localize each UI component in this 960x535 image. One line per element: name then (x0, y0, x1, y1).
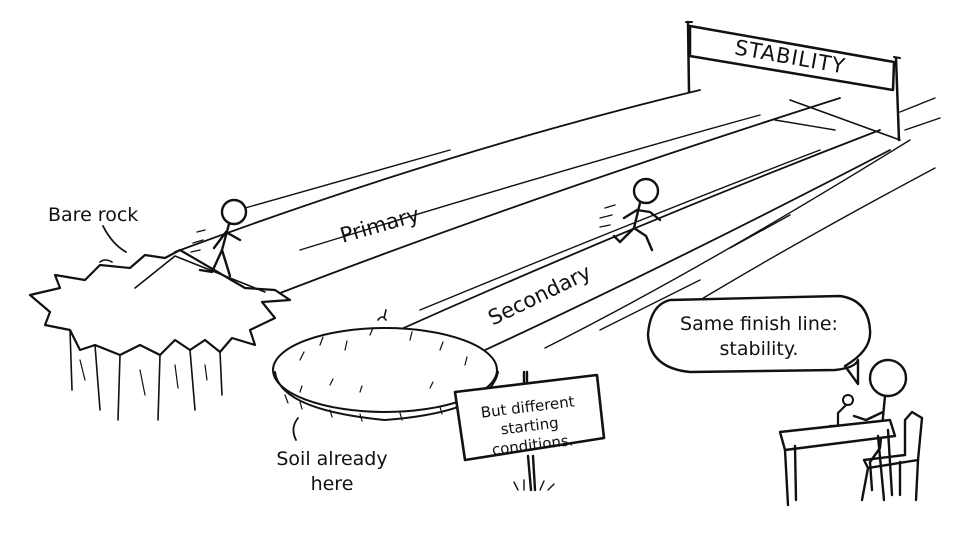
bare-rock-label: Bare rock (48, 204, 139, 226)
sign-board (453, 373, 606, 462)
soil-label-line-2: here (310, 473, 354, 495)
race-track (174, 89, 941, 381)
speech-bubble-line-2: stability. (719, 338, 799, 360)
finish-line: STABILITY (685, 20, 901, 142)
chair (860, 410, 924, 502)
secondary-runner (599, 177, 662, 252)
soil-label-line-1: Soil already (276, 448, 388, 470)
bare-rock-cliff (28, 248, 292, 421)
finish-banner (688, 24, 896, 92)
sign-post: But different starting conditions. (453, 370, 606, 492)
soil-patch (272, 309, 499, 422)
speech-bubble-line-1: Same finish line: (680, 313, 838, 335)
speech-bubble (646, 294, 872, 386)
desk (778, 418, 897, 507)
primary-runner (190, 198, 248, 278)
